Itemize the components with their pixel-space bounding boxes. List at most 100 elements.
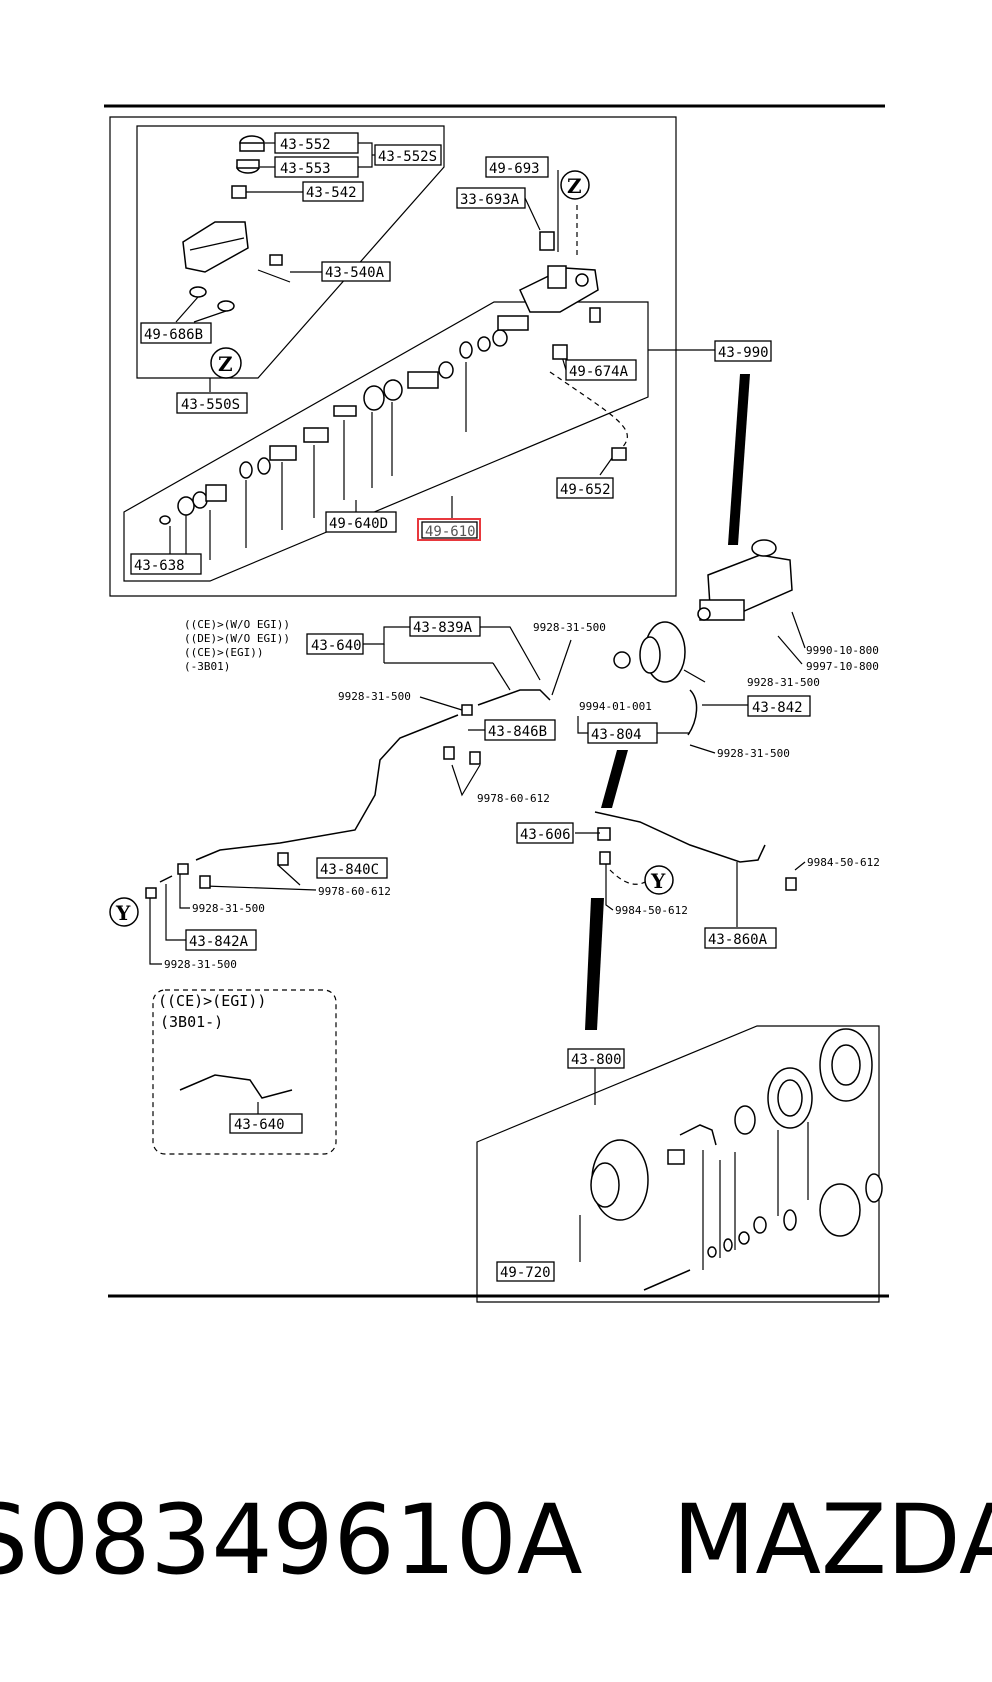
y-marker-icon — [109, 897, 139, 927]
part-label-43-800[interactable]: 43-800 — [571, 1052, 622, 1068]
label-box — [556, 477, 614, 499]
condition-note: ((CE)>(EGI)) — [184, 646, 263, 659]
y-marker-label: Y — [650, 869, 666, 893]
part-label-49-640D[interactable]: 49-640D — [329, 516, 388, 532]
bleeder-screw-icon — [539, 231, 555, 251]
highlight-box — [417, 518, 481, 541]
part-label-49-652[interactable]: 49-652 — [560, 482, 611, 498]
part-label-9928-31-500[interactable]: 9928-31-500 — [164, 958, 237, 971]
bolt-icon — [277, 852, 289, 866]
leader — [193, 310, 227, 323]
check-valve-icon — [552, 344, 568, 360]
part-label-43-840C[interactable]: 43-840C — [320, 862, 379, 878]
arrow-pointer-icon — [728, 374, 750, 545]
leader — [794, 861, 806, 871]
part-label-43-606[interactable]: 43-606 — [520, 827, 571, 843]
leader — [777, 635, 803, 665]
part-label-9928-31-500[interactable]: 9928-31-500 — [338, 690, 411, 703]
dashed-leader — [609, 869, 646, 885]
leader — [791, 611, 806, 649]
part-label-9978-60-612[interactable]: 9978-60-612 — [318, 885, 391, 898]
label-box — [176, 392, 248, 414]
part-label-43-842[interactable]: 43-842 — [752, 700, 803, 716]
part-label-33-693A[interactable]: 33-693A — [460, 192, 520, 208]
leader — [492, 662, 511, 691]
z-marker-icon — [560, 170, 590, 200]
part-label-43-552S[interactable]: 43-552S — [378, 149, 437, 165]
part-label-43-640[interactable]: 43-640 — [311, 638, 362, 654]
brand-name: MAZDA — [672, 1484, 992, 1596]
leader — [480, 626, 541, 681]
part-number: S08349610A — [0, 1484, 583, 1596]
part-label-49-686B[interactable]: 49-686B — [144, 327, 203, 343]
part-label-43-542[interactable]: 43-542 — [306, 185, 357, 201]
y-marker-icon — [644, 865, 674, 895]
alt-inset — [152, 989, 337, 1155]
leader — [277, 864, 301, 886]
part-label-43-550S[interactable]: 43-550S — [181, 397, 240, 413]
condition-note: ((CE)>(W/O EGI)) — [184, 618, 290, 631]
leader — [419, 696, 463, 711]
label-box — [140, 322, 212, 344]
leader — [204, 885, 317, 891]
part-label-43-804[interactable]: 43-804 — [591, 727, 642, 743]
leader — [149, 898, 162, 965]
label-box — [302, 181, 364, 202]
bolt-icon — [785, 877, 797, 891]
reservoir-inset — [136, 125, 445, 379]
part-label-43-860A[interactable]: 43-860A — [708, 932, 768, 948]
part-label-43-990[interactable]: 43-990 — [718, 345, 769, 361]
master-cylinder-assembly-icon — [697, 539, 793, 621]
part-label-49-720[interactable]: 49-720 — [500, 1265, 551, 1281]
inset-condition: (3B01-) — [160, 1013, 223, 1031]
leader — [451, 764, 481, 797]
part-label-9928-31-500[interactable]: 9928-31-500 — [747, 676, 820, 689]
part-label-49-610[interactable]: 49-610 — [425, 524, 476, 540]
part-label-43-640-alt[interactable]: 43-640 — [234, 1117, 285, 1133]
leader — [551, 639, 572, 696]
part-label-43-553[interactable]: 43-553 — [280, 161, 331, 177]
label-box — [516, 822, 574, 844]
leader — [165, 884, 186, 941]
hose-clamp-icon — [177, 863, 189, 875]
part-label-9984-50-612[interactable]: 9984-50-612 — [807, 856, 880, 869]
part-label-9928-31-500[interactable]: 9928-31-500 — [717, 747, 790, 760]
part-label-9997-10-800[interactable]: 9997-10-800 — [806, 660, 879, 673]
leader — [524, 197, 541, 231]
vacuum-line-icon — [195, 714, 459, 861]
z-marker-label: Z — [567, 174, 582, 198]
vacuum-hose-icon — [687, 689, 698, 736]
label-box — [485, 156, 549, 178]
leader — [599, 457, 613, 476]
part-label-43-638[interactable]: 43-638 — [134, 558, 185, 574]
part-label-43-842A[interactable]: 43-842A — [189, 934, 249, 950]
part-label-43-839A[interactable]: 43-839A — [413, 620, 473, 636]
leader — [179, 874, 190, 909]
leader — [683, 669, 706, 683]
condition-note: ((DE)>(W/O EGI)) — [184, 632, 290, 645]
label-box — [714, 340, 772, 362]
part-label-9990-10-800[interactable]: 9990-10-800 — [806, 644, 879, 657]
part-label-43-552[interactable]: 43-552 — [280, 137, 331, 153]
piston-inset — [123, 301, 649, 582]
part-label-43-846B[interactable]: 43-846B — [488, 724, 547, 740]
bracket-icon — [594, 811, 766, 863]
part-label-9984-50-612[interactable]: 9984-50-612 — [615, 904, 688, 917]
part-label-49-693[interactable]: 49-693 — [489, 161, 540, 177]
part-label-9928-31-500[interactable]: 9928-31-500 — [533, 621, 606, 634]
part-label-9978-60-612[interactable]: 9978-60-612 — [477, 792, 550, 805]
part-label-43-540A[interactable]: 43-540A — [325, 265, 385, 281]
bracket — [358, 142, 373, 168]
booster-panel — [476, 1025, 880, 1303]
label-box — [130, 553, 202, 575]
part-label-49-674A[interactable]: 49-674A — [569, 364, 629, 380]
condition-note: (-3B01) — [184, 660, 230, 673]
part-label-9928-31-500[interactable]: 9928-31-500 — [192, 902, 265, 915]
label-box — [567, 1048, 625, 1069]
label-box — [185, 929, 257, 951]
label-box — [747, 695, 811, 717]
brake-booster-icon — [613, 621, 686, 683]
part-label-9994-01-001[interactable]: 9994-01-001 — [579, 700, 652, 713]
label-box — [374, 144, 442, 166]
stopper-bolt-icon — [589, 307, 601, 323]
